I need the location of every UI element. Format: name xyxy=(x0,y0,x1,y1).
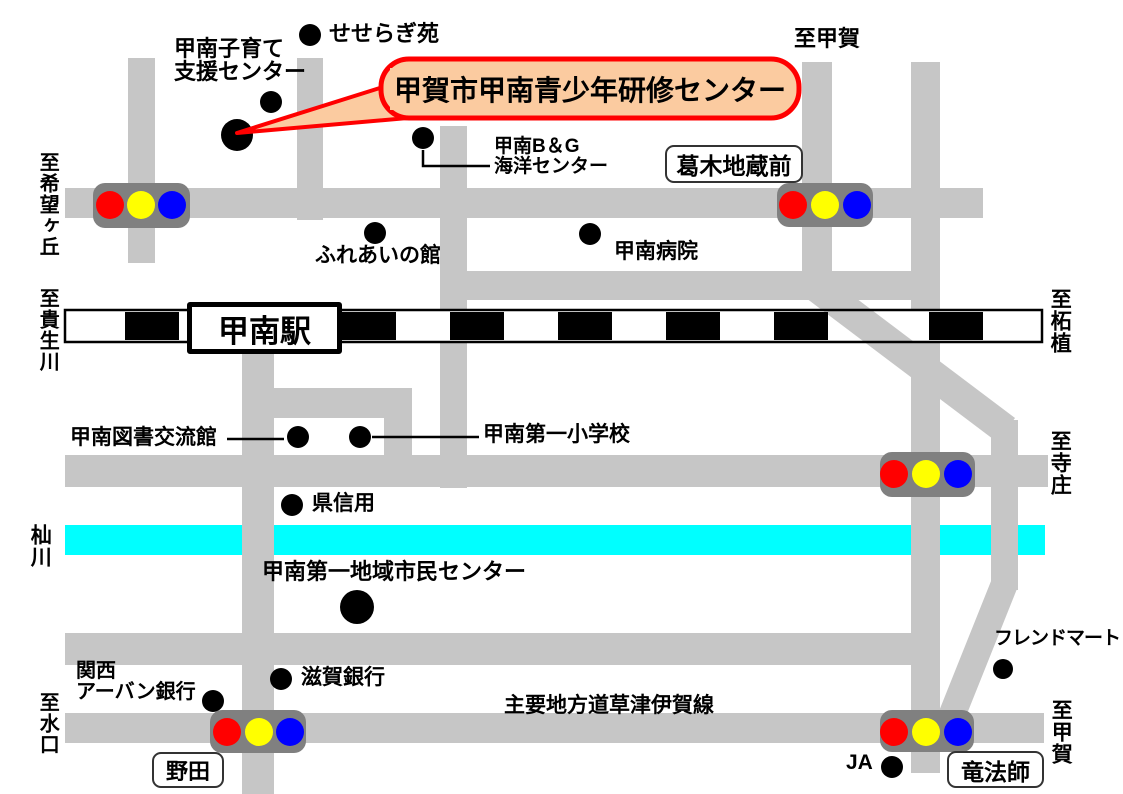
railway-cell xyxy=(342,312,396,340)
label-kansai-urban-bank: 関西 アーバン銀行 xyxy=(76,660,196,704)
blue-light xyxy=(843,191,871,219)
road-diagonal-lower xyxy=(939,579,1017,721)
road-connector-horizontal xyxy=(274,388,412,418)
river-somagawa xyxy=(65,525,1045,555)
red-light xyxy=(779,191,807,219)
signal-kazuragi xyxy=(777,183,873,227)
railway-cell xyxy=(666,312,720,340)
signal-noda xyxy=(210,710,306,753)
label-daiichi-shogakko: 甲南第一小学校 xyxy=(483,423,630,446)
blue-light xyxy=(276,718,304,746)
road-horizontal-2 xyxy=(440,271,940,300)
dot-kansai-urban-bank xyxy=(202,690,224,712)
road-horizontal-4 xyxy=(65,633,926,665)
dot-fureai xyxy=(364,222,386,244)
railway-segments xyxy=(125,312,983,340)
label-tosho-koryukan: 甲南図書交流館 xyxy=(70,426,217,449)
dot-daiichi-shogakko xyxy=(349,426,371,448)
stop-box-noda: 野田 xyxy=(152,752,224,788)
stop-box-ryuhoshi: 竜法師 xyxy=(947,751,1044,788)
dot-konan-hospital xyxy=(579,223,601,245)
dot-bg-marine xyxy=(412,127,434,149)
yellow-light xyxy=(245,718,273,746)
station-box-konan: 甲南駅 xyxy=(187,302,342,354)
railway-cell xyxy=(929,312,983,340)
road-connector-vertical xyxy=(384,418,412,460)
yellow-light xyxy=(912,718,940,746)
label-shiga-bank: 滋賀銀行 xyxy=(301,666,385,689)
road-vertical-a xyxy=(128,58,155,263)
railway-cell xyxy=(450,312,504,340)
label-direction-minakuchi: 至水口 xyxy=(36,692,59,755)
label-konan-hospital: 甲南病院 xyxy=(614,240,698,263)
callout-balloon xyxy=(235,56,802,135)
signal-kibogaoka xyxy=(93,183,190,228)
dot-kenshinyo xyxy=(281,494,303,516)
traffic-signals xyxy=(93,183,975,753)
road-diagonal-upper xyxy=(805,274,1016,442)
dot-tosho-koryukan xyxy=(287,426,309,448)
railway-cell xyxy=(774,312,828,340)
leader-bg-marine xyxy=(421,150,490,168)
label-friendmart: フレンドマート xyxy=(994,628,1121,649)
signal-ryuhoshi xyxy=(880,710,974,752)
label-seseragien: せせらぎ苑 xyxy=(329,21,440,46)
blue-light xyxy=(944,718,972,746)
yellow-light xyxy=(811,191,839,219)
red-light xyxy=(213,718,241,746)
label-direction-koka-bottom: 至甲賀 xyxy=(1049,699,1073,765)
dot-chiiki-shimin-center xyxy=(340,590,374,624)
dot-friendmart xyxy=(993,659,1013,679)
callout-seam xyxy=(390,68,460,110)
label-kenshinyo: 県信用 xyxy=(312,492,375,515)
yellow-light xyxy=(127,191,155,219)
label-direction-kibogaoka: 至希望ヶ丘 xyxy=(36,152,59,257)
road-vertical-f xyxy=(991,420,1018,590)
signal-terasho xyxy=(880,452,975,497)
dot-ja xyxy=(881,756,903,778)
red-light xyxy=(880,718,908,746)
dot-seseragien xyxy=(299,24,321,46)
dot-shiga-bank xyxy=(270,668,292,690)
blue-light xyxy=(944,460,972,488)
label-direction-kibugawa: 至貴生川 xyxy=(36,288,59,372)
label-ja: JA xyxy=(846,751,873,774)
label-kosodate-center: 甲南子育て 支援センター xyxy=(174,36,307,85)
stop-box-kazuragi-jizomae: 葛木地蔵前 xyxy=(665,145,803,183)
label-direction-tsuge: 至柘植 xyxy=(1048,288,1072,354)
label-chiiki-shimin-center: 甲南第一地域市民センター xyxy=(262,559,527,584)
road-vertical-c xyxy=(440,126,467,488)
railway-cell xyxy=(558,312,612,340)
railway-cell xyxy=(125,312,179,340)
leader-lines xyxy=(227,150,490,441)
label-river-somagawa: 杣川 xyxy=(28,524,52,568)
label-main-road-name: 主要地方道草津伊賀線 xyxy=(504,694,714,717)
landmark-dots xyxy=(202,24,1013,778)
dot-kosodate-annex xyxy=(260,91,282,113)
callout-bubble xyxy=(378,56,802,121)
red-light xyxy=(96,191,124,219)
railway-outline xyxy=(63,308,1044,344)
blue-light xyxy=(158,191,186,219)
label-direction-koka-top: 至甲賀 xyxy=(794,26,861,51)
label-direction-terasho: 至寺庄 xyxy=(1048,430,1072,496)
callout-title: 甲賀市甲南青少年研修センター xyxy=(393,74,786,106)
road-vertical-d xyxy=(802,62,832,300)
red-light xyxy=(880,460,908,488)
road-vertical-e xyxy=(911,62,940,773)
roads xyxy=(65,58,1048,794)
label-bg-marine-center: 甲南B＆G 海洋センター xyxy=(494,136,609,178)
yellow-light xyxy=(912,460,940,488)
label-fureai: ふれあいの館 xyxy=(315,244,441,267)
